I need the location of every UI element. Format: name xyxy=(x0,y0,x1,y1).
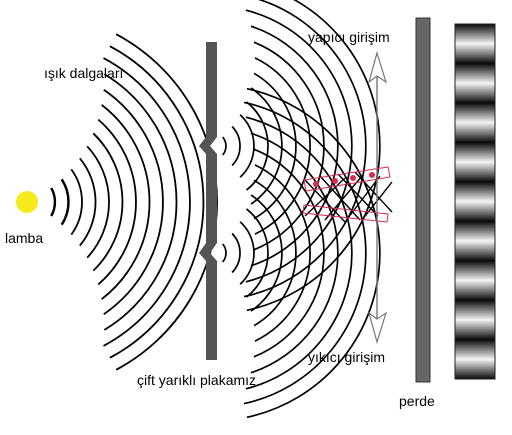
lower-slit-wavefront xyxy=(231,232,241,274)
arrow-down-icon xyxy=(367,311,388,345)
light-waves-label: ışık dalgaları xyxy=(44,65,124,81)
arrow-up-icon xyxy=(367,50,388,84)
constructive-band-lower xyxy=(302,204,389,223)
lower-slit-wavefront xyxy=(253,179,297,327)
source-wavefront xyxy=(70,168,83,236)
lower-slit-wavefront xyxy=(254,164,311,342)
destructive-interference-label: yıkıcı girişim xyxy=(308,349,385,365)
crossing-line xyxy=(304,177,346,217)
source-wavefronts xyxy=(50,33,218,371)
source-wavefront xyxy=(103,57,191,347)
upper-slit-wavefront xyxy=(231,125,241,167)
source-wavefront xyxy=(50,187,57,217)
source-wavefront xyxy=(103,73,178,331)
lower-slit-wavefront xyxy=(245,208,269,298)
source-wavefront xyxy=(86,145,110,259)
source-wavefront xyxy=(115,33,218,371)
upper-slit-wavefronts xyxy=(222,0,381,312)
constructive-point xyxy=(350,175,356,181)
double-slit-plate xyxy=(199,42,217,360)
source-wavefront xyxy=(60,178,70,226)
source-wavefront xyxy=(97,118,137,286)
fringe-pattern xyxy=(454,23,496,380)
crossing-line xyxy=(354,171,393,213)
double-slit-plate-label: çift yarıklı plakamız xyxy=(137,372,257,388)
upper-slit-wavefront xyxy=(253,72,297,220)
upper-slit-wavefront xyxy=(254,57,311,235)
upper-slit-wavefront xyxy=(245,101,269,191)
upper-slit-wavefront xyxy=(250,87,283,205)
lower-slit-wavefront xyxy=(245,116,353,390)
screen-panel xyxy=(415,17,431,383)
crossing-line xyxy=(304,179,346,223)
screen-label: perde xyxy=(399,393,435,409)
source-wavefront xyxy=(92,132,124,272)
lower-slit-wavefront xyxy=(246,87,381,419)
lamp-label: lamba xyxy=(5,230,44,246)
fringe-band xyxy=(454,23,496,380)
constructive-markers xyxy=(302,166,391,223)
lamp-icon xyxy=(16,191,38,213)
source-wavefront xyxy=(79,157,97,247)
interference-arrows xyxy=(367,50,388,345)
upper-slit-wavefront xyxy=(246,0,381,312)
upper-slit-wavefront xyxy=(253,41,325,251)
lower-slit-wavefronts xyxy=(222,87,381,419)
lower-slit-wavefront xyxy=(239,221,255,285)
source-wavefront xyxy=(103,89,164,315)
upper-slit-wavefront xyxy=(245,9,353,283)
upper-slit-wavefront xyxy=(239,114,255,178)
lower-slit-wavefront xyxy=(222,243,227,263)
upper-slit-wavefront xyxy=(222,136,227,156)
lower-slit-wavefront xyxy=(243,101,367,405)
crossing-line xyxy=(324,175,363,221)
lower-slit-wavefront xyxy=(253,148,325,358)
upper-slit-wavefront xyxy=(250,25,339,267)
interference-crossing-lines xyxy=(304,171,393,223)
source-wavefront xyxy=(109,45,205,359)
constructive-point xyxy=(313,181,319,187)
crossing-line xyxy=(319,175,361,221)
lower-slit-wavefront xyxy=(250,194,283,312)
constructive-band-upper xyxy=(303,166,391,192)
lower-slit-wavefront xyxy=(250,132,339,374)
upper-slit-wavefront xyxy=(243,0,367,298)
constructive-point xyxy=(332,178,338,184)
source-wavefront xyxy=(101,104,151,300)
constructive-interference-label: yapıcı girişim xyxy=(308,29,390,45)
crossing-line xyxy=(344,175,381,223)
constructive-point xyxy=(369,172,375,178)
